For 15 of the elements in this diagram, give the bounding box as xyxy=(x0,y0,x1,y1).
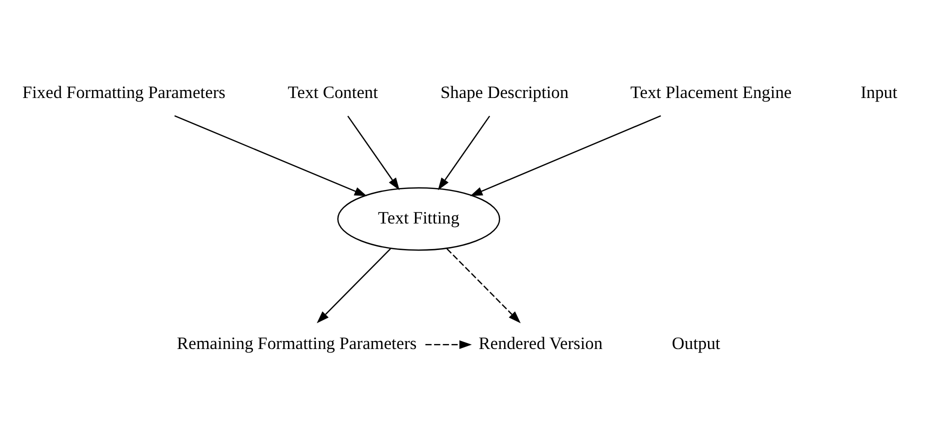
arrow xyxy=(470,115,662,196)
arrow xyxy=(425,340,472,349)
node-text: Rendered Version xyxy=(478,333,603,354)
label: Output xyxy=(672,333,720,354)
arrow xyxy=(438,116,490,190)
arrow xyxy=(316,248,391,324)
arrow xyxy=(446,248,521,324)
node-text: Remaining Formatting Parameters xyxy=(176,333,417,354)
label: Input xyxy=(860,82,898,102)
node-text: Text Placement Engine xyxy=(630,82,792,102)
arrow xyxy=(347,116,400,190)
arrow xyxy=(174,115,367,196)
node-text: Fixed Formatting Parameters xyxy=(22,82,226,102)
node-text: Text Content xyxy=(288,82,378,102)
node-text: Shape Description xyxy=(440,82,569,102)
